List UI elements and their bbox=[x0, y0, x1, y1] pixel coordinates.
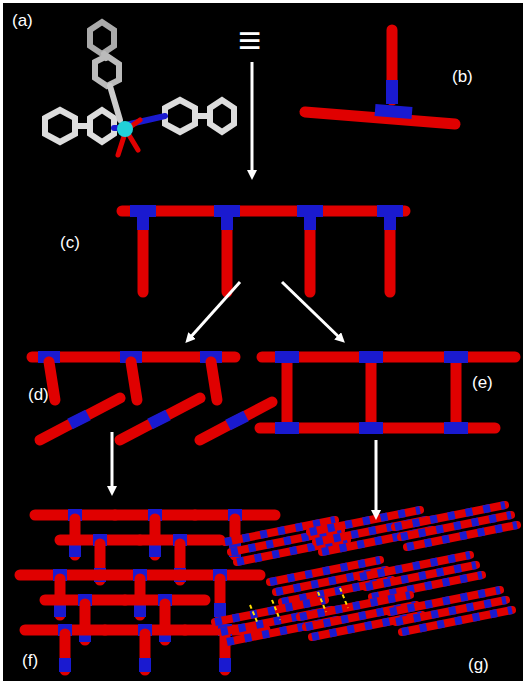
molecule bbox=[45, 22, 234, 155]
t-node bbox=[305, 30, 455, 124]
equivalence-sign: ≡ bbox=[238, 20, 261, 60]
panel-label: (d) bbox=[28, 386, 49, 403]
panel-label: (e) bbox=[472, 374, 493, 391]
panel-label: (a) bbox=[12, 12, 33, 29]
chain bbox=[122, 211, 405, 292]
ladder bbox=[260, 357, 515, 428]
arrows bbox=[112, 62, 376, 516]
panel-label: (b) bbox=[452, 68, 473, 85]
chain-with-rods bbox=[32, 357, 272, 440]
panel-label: (c) bbox=[60, 234, 80, 251]
background bbox=[3, 3, 523, 681]
layered-sheets bbox=[215, 505, 517, 642]
panel-label: (g) bbox=[468, 656, 489, 673]
panel-label: (f) bbox=[22, 652, 38, 669]
